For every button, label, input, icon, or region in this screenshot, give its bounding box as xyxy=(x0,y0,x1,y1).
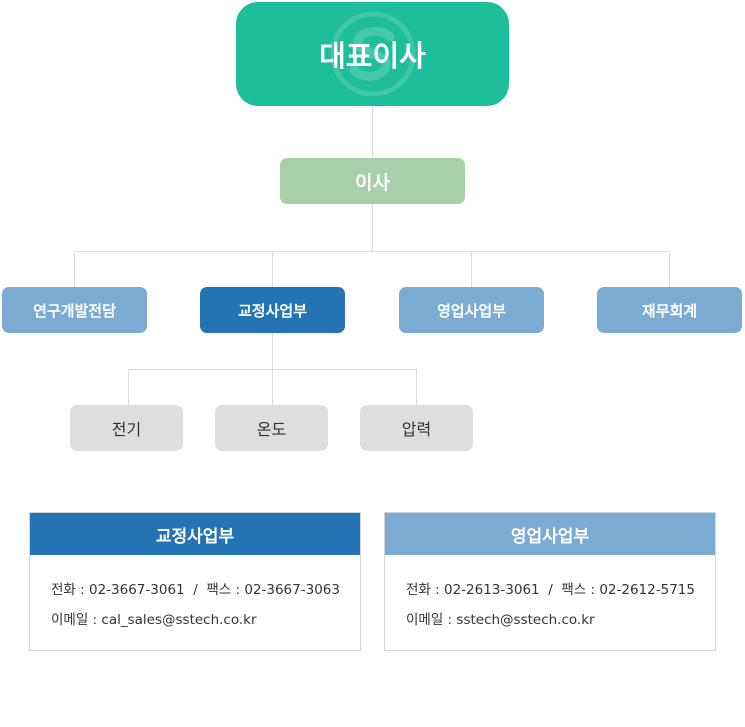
contact-card-title: 영업사업부 xyxy=(385,513,715,555)
email-label: 이메일 : xyxy=(406,612,457,628)
dept-label: 연구개발전담 xyxy=(33,301,116,320)
dept-label: 교정사업부 xyxy=(237,301,307,320)
contact-phone-row: 전화 : 02-3667-3061 / 팩스 : 02-3667-3063 xyxy=(51,575,360,605)
dept-label: 재무회계 xyxy=(641,301,698,320)
email-label: 이메일 : xyxy=(51,612,102,628)
fax-label: 팩스 : xyxy=(206,582,245,598)
phone-label: 전화 : xyxy=(51,582,89,598)
fax-number: 02-3667-3063 xyxy=(244,582,340,598)
contact-card-body: 전화 : 02-3667-3061 / 팩스 : 02-3667-3063 이메… xyxy=(30,555,360,635)
connector-ceo-director xyxy=(372,106,373,158)
sub-unit-label: 전기 xyxy=(111,420,142,439)
email-address: sstech@sstech.co.kr xyxy=(456,612,595,628)
company-logo-watermark-icon xyxy=(330,11,415,97)
sub-unit-label: 온도 xyxy=(256,420,287,439)
director-node: 이사 xyxy=(280,158,465,204)
connector-dept-2 xyxy=(272,251,273,287)
dept-finance: 재무회계 xyxy=(597,287,742,333)
connector-sub-3 xyxy=(416,369,417,405)
connector-dept-1 xyxy=(74,251,75,287)
connector-sub-1 xyxy=(128,369,129,405)
contact-card-sales: 영업사업부 전화 : 02-2613-3061 / 팩스 : 02-2612-5… xyxy=(384,512,716,651)
director-label: 이사 xyxy=(355,171,390,194)
phone-number: 02-2613-3061 xyxy=(443,582,540,598)
dept-rnd: 연구개발전담 xyxy=(2,287,147,333)
connector-sub-horizontal xyxy=(128,369,417,370)
dept-calibration: 교정사업부 xyxy=(200,287,345,333)
fax-label: 팩스 : xyxy=(561,582,600,598)
contact-card-calibration: 교정사업부 전화 : 02-3667-3061 / 팩스 : 02-3667-3… xyxy=(29,512,361,651)
separator: / xyxy=(539,582,562,598)
email-address: cal_sales@sstech.co.kr xyxy=(101,612,257,628)
phone-number: 02-3667-3061 xyxy=(88,582,185,598)
ceo-node: 대표이사 xyxy=(236,2,509,106)
ceo-label: 대표이사 xyxy=(319,39,426,73)
sub-unit-pressure: 압력 xyxy=(360,405,473,451)
separator: / xyxy=(184,582,207,598)
phone-label: 전화 : xyxy=(406,582,444,598)
sub-unit-label: 압력 xyxy=(401,420,432,439)
contact-phone-row: 전화 : 02-2613-3061 / 팩스 : 02-2612-5715 xyxy=(406,575,715,605)
contact-card-title: 교정사업부 xyxy=(30,513,360,555)
connector-director-bus xyxy=(372,204,373,251)
sub-unit-temperature: 온도 xyxy=(215,405,328,451)
connector-dept-4 xyxy=(669,251,670,287)
contact-email-row: 이메일 : cal_sales@sstech.co.kr xyxy=(51,605,360,635)
dept-label: 영업사업부 xyxy=(436,301,506,320)
connector-dept-horizontal xyxy=(74,251,670,252)
contact-card-body: 전화 : 02-2613-3061 / 팩스 : 02-2612-5715 이메… xyxy=(385,555,715,635)
fax-number: 02-2612-5715 xyxy=(599,582,695,598)
sub-unit-electric: 전기 xyxy=(70,405,183,451)
connector-dept-3 xyxy=(471,251,472,287)
contact-email-row: 이메일 : sstech@sstech.co.kr xyxy=(406,605,715,635)
dept-sales: 영업사업부 xyxy=(399,287,544,333)
